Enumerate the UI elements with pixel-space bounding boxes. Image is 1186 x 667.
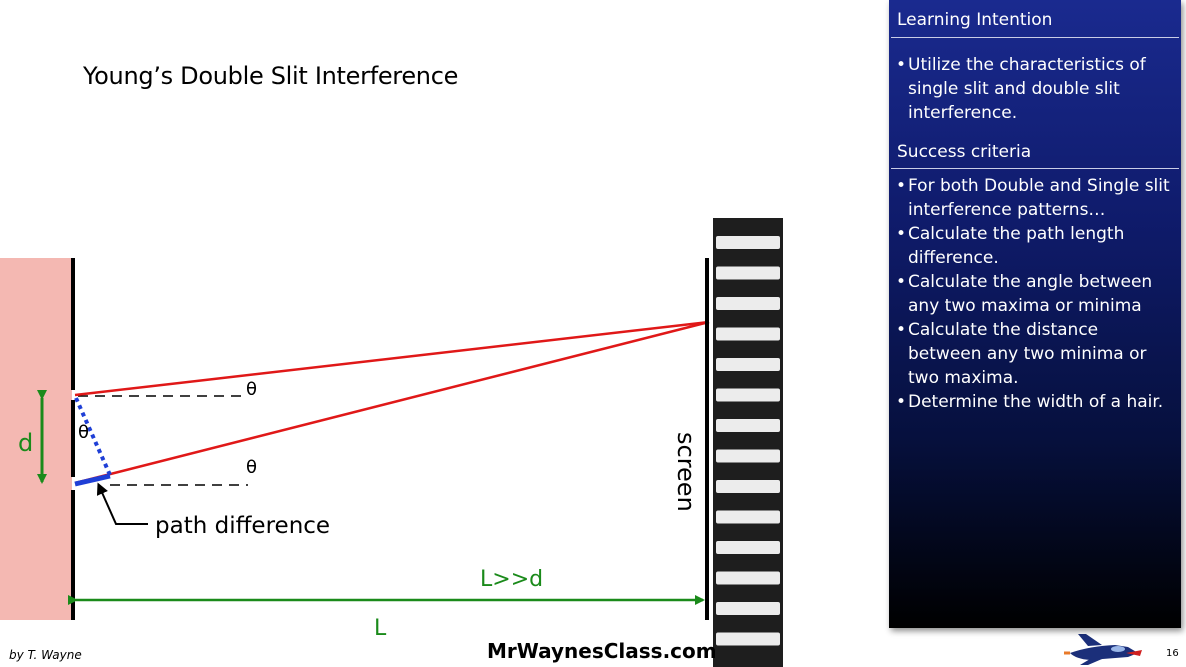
- l-label: L: [374, 616, 387, 641]
- bright-fringe: [716, 602, 780, 615]
- bright-fringe: [716, 297, 780, 310]
- jet-icon: [1064, 634, 1142, 665]
- success-criteria-list: •For both Double and Single slit interfe…: [896, 174, 1176, 414]
- bright-fringe: [716, 449, 780, 463]
- success-item: •Calculate the distance between any two …: [896, 320, 1147, 388]
- barrier-block: [0, 258, 72, 620]
- success-item: •Calculate the angle between any two max…: [896, 272, 1153, 316]
- bright-fringe: [716, 266, 780, 280]
- d-label: d: [18, 429, 33, 457]
- bright-fringe: [716, 327, 780, 341]
- ray-bottom: [74, 320, 710, 485]
- bright-fringe: [716, 510, 780, 524]
- theta-label-bottom: θ: [246, 457, 257, 478]
- path-difference-label: path difference: [155, 513, 330, 539]
- success-criteria-heading: Success criteria: [897, 142, 1032, 162]
- site-name: MrWaynesClass.com: [487, 639, 717, 663]
- bright-fringe: [716, 541, 780, 554]
- path-difference-dotted: [74, 397, 112, 476]
- success-item: •Calculate the path length difference.: [896, 224, 1125, 268]
- learning-intention-heading: Learning Intention: [897, 10, 1053, 30]
- learning-intention-list: •Utilize the characteristics of single s…: [896, 53, 1176, 125]
- learning-intention-rule: [891, 37, 1179, 38]
- bright-fringe: [716, 419, 780, 432]
- bright-fringe: [716, 388, 780, 402]
- success-item: •For both Double and Single slit interfe…: [896, 176, 1170, 220]
- path-difference-pointer: [96, 482, 148, 525]
- theta-label-top: θ: [246, 379, 257, 400]
- learning-item: •Utilize the characteristics of single s…: [896, 55, 1146, 123]
- success-criteria-rule: [891, 168, 1179, 169]
- path-difference-segment: [74, 473, 111, 487]
- ray-top: [74, 320, 710, 397]
- bright-fringe: [716, 358, 780, 371]
- author-credit: by T. Wayne: [9, 648, 82, 662]
- screen-label: screen: [672, 432, 700, 512]
- slide-title: Young’s Double Slit Interference: [83, 62, 459, 90]
- bright-fringe: [716, 571, 780, 585]
- bright-fringe: [716, 480, 780, 493]
- fringe-pattern: [713, 218, 783, 667]
- success-item: •Determine the width of a hair.: [896, 392, 1164, 412]
- bright-fringe: [716, 632, 780, 646]
- bright-fringe: [716, 236, 780, 249]
- page-number: 16: [1166, 648, 1179, 659]
- objectives-panel: Learning Intention •Utilize the characte…: [889, 0, 1181, 628]
- l-much-greater-d-label: L>>d: [480, 567, 543, 592]
- theta-label-small: θ: [78, 422, 89, 443]
